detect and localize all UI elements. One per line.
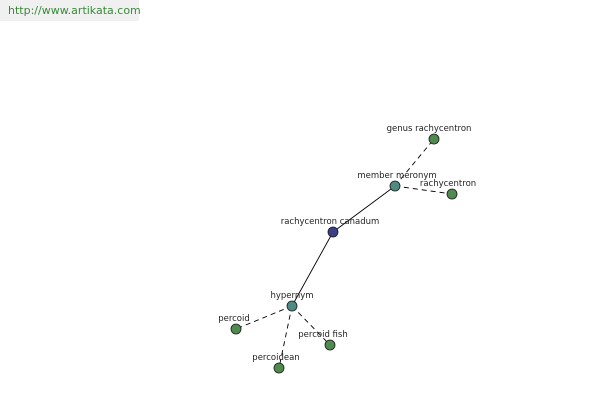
- node-label-percoid[interactable]: percoid: [218, 314, 250, 324]
- node-hypernym[interactable]: hypernym: [270, 291, 314, 312]
- graph-nodes: rachycentron canadum member meronym hypern…: [218, 124, 476, 374]
- node-label-member-meronym[interactable]: member meronym: [357, 171, 436, 181]
- edge-hypernym-to-percoidean: [278, 305, 293, 369]
- node-percoidean[interactable]: percoidean: [252, 353, 300, 374]
- node-member-meronym[interactable]: member meronym: [357, 171, 437, 192]
- edge-rachycentron-canadum-to-member-meronym: [332, 185, 396, 233]
- node-circle-member-meronym[interactable]: [389, 180, 401, 192]
- edge-hypernym-to-percoid: [235, 305, 293, 330]
- node-label-percoidean[interactable]: percoidean: [252, 353, 299, 363]
- node-label-rachycentron[interactable]: rachycentron: [420, 179, 476, 189]
- node-circle-rachycentron-canadum[interactable]: [327, 226, 339, 238]
- node-label-hypernym[interactable]: hypernym: [270, 291, 313, 301]
- edge-member-meronym-to-rachycentron: [394, 185, 453, 195]
- edge-rachycentron-canadum-to-hypernym: [291, 231, 334, 307]
- source-url-link[interactable]: http://www.artikata.com: [8, 4, 141, 17]
- node-circle-rachycentron[interactable]: [446, 188, 458, 200]
- graph-edges: [235, 138, 453, 369]
- node-label-percoid-fish[interactable]: percoid fish: [298, 330, 347, 340]
- node-circle-genus-rachycentron[interactable]: [428, 133, 440, 145]
- node-rachycentron-canadum[interactable]: rachycentron canadum: [281, 217, 380, 238]
- source-url-banner[interactable]: http://www.artikata.com: [0, 0, 141, 21]
- node-percoid-fish[interactable]: percoid fish: [298, 330, 348, 351]
- node-circle-percoidean[interactable]: [273, 362, 285, 374]
- edge-member-meronym-to-genus-rachycentron: [394, 138, 435, 187]
- node-circle-percoid-fish[interactable]: [324, 339, 336, 351]
- node-genus-rachycentron[interactable]: genus rachycentron: [387, 124, 472, 145]
- node-label-genus-rachycentron[interactable]: genus rachycentron: [387, 124, 472, 134]
- edge-hypernym-to-percoid-fish: [291, 305, 331, 346]
- node-rachycentron[interactable]: rachycentron: [420, 179, 476, 200]
- node-circle-hypernym[interactable]: [286, 300, 298, 312]
- node-percoid[interactable]: percoid: [218, 314, 250, 335]
- node-label-rachycentron-canadum[interactable]: rachycentron canadum: [281, 217, 380, 227]
- node-circle-percoid[interactable]: [230, 323, 242, 335]
